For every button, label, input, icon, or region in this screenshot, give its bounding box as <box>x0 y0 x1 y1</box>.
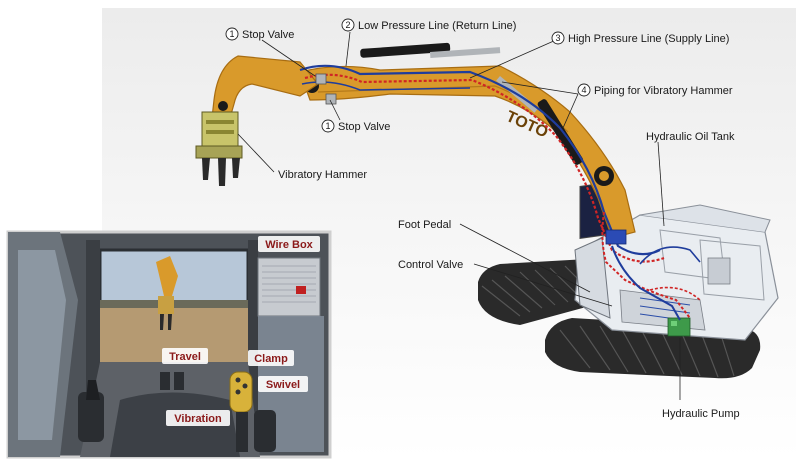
travel-label: Travel <box>169 351 201 363</box>
control-valve-label: Control Valve <box>398 259 463 271</box>
stop-valve-bottom-shape <box>325 93 337 105</box>
arm <box>211 55 319 119</box>
svg-text:1: 1 <box>325 121 330 131</box>
callout-stop-valve-bottom: 1 Stop Valve <box>321 119 390 133</box>
clamp-label: Clamp <box>254 353 288 365</box>
svg-text:3: 3 <box>555 33 560 43</box>
stop-valve-top-label: Stop Valve <box>242 29 294 41</box>
svg-text:1: 1 <box>229 29 234 39</box>
callout-leaders <box>237 31 681 400</box>
swivel-label: Swivel <box>266 379 300 391</box>
wire-box-label: Wire Box <box>265 239 313 251</box>
callout-high-pressure-line: 3 High Pressure Line (Supply Line) <box>551 31 729 45</box>
callout-stop-valve-top: 1 Stop Valve <box>225 27 294 41</box>
callout-piping-vibratory: 4 Piping for Vibratory Hammer <box>577 83 733 97</box>
piping-vibratory-label: Piping for Vibratory Hammer <box>594 85 733 97</box>
hydraulic-pump-label: Hydraulic Pump <box>662 408 740 420</box>
cab-inset: Wire Box Travel Clamp Swivel Vibration <box>6 230 332 459</box>
stop-valve-bottom-label: Stop Valve <box>338 121 390 133</box>
upper-structure <box>574 180 779 341</box>
vibratory-hammer-label: Vibratory Hammer <box>278 169 367 181</box>
foot-pedal-label: Foot Pedal <box>398 219 451 231</box>
vibration-label: Vibration <box>174 413 222 425</box>
svg-text:4: 4 <box>581 85 586 95</box>
low-pressure-line-label: Low Pressure Line (Return Line) <box>358 20 516 32</box>
control-joystick <box>229 371 253 413</box>
vibratory-hammer-shape <box>195 111 243 186</box>
stop-valve-top-shape <box>315 73 327 85</box>
hydraulic-lines <box>299 64 701 321</box>
hydraulic-pump-shape <box>667 317 691 337</box>
svg-text:2: 2 <box>345 20 350 30</box>
callout-low-pressure-line: 2 Low Pressure Line (Return Line) <box>341 18 516 32</box>
hydraulic-oil-tank-label: Hydraulic Oil Tank <box>646 131 735 143</box>
high-pressure-line-label: High Pressure Line (Supply Line) <box>568 33 729 45</box>
